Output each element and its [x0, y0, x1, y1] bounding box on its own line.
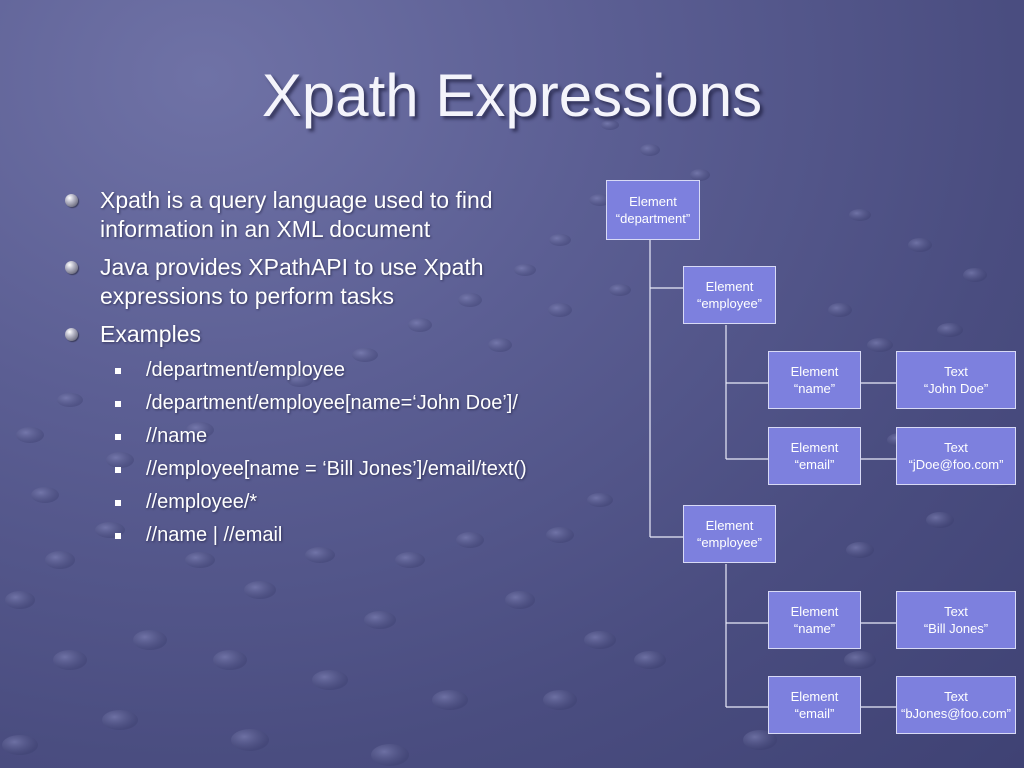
- node-type: Element: [790, 604, 839, 619]
- node-label: “Bill Jones”: [923, 621, 989, 636]
- node-label: “name”: [793, 381, 836, 396]
- bullet-text: Xpath is a query language used to find i…: [100, 187, 493, 242]
- node-name-2: Element “name”: [768, 591, 861, 649]
- example-text: //employee[name = ‘Bill Jones’]/email/te…: [146, 458, 527, 480]
- node-department: Element “department”: [606, 180, 700, 240]
- node-text-john-doe: Text “John Doe”: [896, 351, 1016, 409]
- node-label: “name”: [793, 621, 836, 636]
- example-text: //name | //email: [146, 524, 283, 546]
- node-label: “John Doe”: [923, 381, 989, 396]
- example-text: //name: [146, 425, 208, 447]
- node-type: Element: [705, 279, 754, 294]
- node-type: Element: [790, 364, 839, 379]
- bullet-orb-icon: [65, 194, 78, 207]
- example-item: //name: [112, 420, 582, 453]
- bullet-orb-icon: [65, 328, 78, 341]
- node-email-2: Element “email”: [768, 676, 861, 734]
- node-label: “employee”: [696, 535, 763, 550]
- node-employee-1: Element “employee”: [683, 266, 776, 324]
- node-label: “email”: [794, 706, 835, 721]
- node-employee-2: Element “employee”: [683, 505, 776, 563]
- example-item: //employee[name = ‘Bill Jones’]/email/te…: [112, 453, 582, 486]
- node-text-jdoe-email: Text “jDoe@foo.com”: [896, 427, 1016, 485]
- node-type: Element: [705, 518, 754, 533]
- bullet-item: Java provides XPathAPI to use Xpath expr…: [62, 253, 582, 311]
- example-item: //employee/*: [112, 486, 582, 519]
- node-label: “employee”: [696, 296, 763, 311]
- node-type: Text: [944, 604, 968, 619]
- node-type: Element: [790, 689, 839, 704]
- node-name-1: Element “name”: [768, 351, 861, 409]
- example-text: /department/employee[name=‘John Doe’]/: [146, 392, 518, 414]
- example-item: //name | //email: [112, 519, 582, 552]
- bullet-item: Xpath is a query language used to find i…: [62, 186, 582, 244]
- square-bullet-icon: [115, 368, 121, 374]
- example-list: /department/employee /department/employe…: [112, 354, 582, 552]
- bullet-orb-icon: [65, 261, 78, 274]
- node-text-bill-jones: Text “Bill Jones”: [896, 591, 1016, 649]
- example-text: /department/employee: [146, 359, 346, 381]
- node-type: Text: [944, 364, 968, 379]
- node-label: “email”: [794, 457, 835, 472]
- node-text-bjones-email: Text “bJones@foo.com”: [896, 676, 1016, 734]
- node-type: Text: [944, 689, 968, 704]
- node-type: Text: [944, 440, 968, 455]
- slide-title: Xpath Expressions: [261, 62, 763, 129]
- square-bullet-icon: [115, 500, 121, 506]
- node-email-1: Element “email”: [768, 427, 861, 485]
- example-item: /department/employee[name=‘John Doe’]/: [112, 387, 582, 420]
- bullet-item: Examples: [62, 320, 582, 349]
- square-bullet-icon: [115, 533, 121, 539]
- example-item: /department/employee: [112, 354, 582, 387]
- node-type: Element: [629, 194, 677, 209]
- bullet-text: Java provides XPathAPI to use Xpath expr…: [100, 254, 484, 309]
- bullet-text: Examples: [100, 321, 201, 347]
- square-bullet-icon: [115, 467, 121, 473]
- square-bullet-icon: [115, 434, 121, 440]
- node-type: Element: [790, 440, 839, 455]
- square-bullet-icon: [115, 401, 121, 407]
- node-label: “bJones@foo.com”: [900, 706, 1012, 721]
- bullet-list: Xpath is a query language used to find i…: [62, 186, 582, 552]
- example-text: //employee/*: [146, 491, 258, 513]
- node-label: “jDoe@foo.com”: [908, 457, 1004, 472]
- node-label: “department”: [615, 211, 691, 226]
